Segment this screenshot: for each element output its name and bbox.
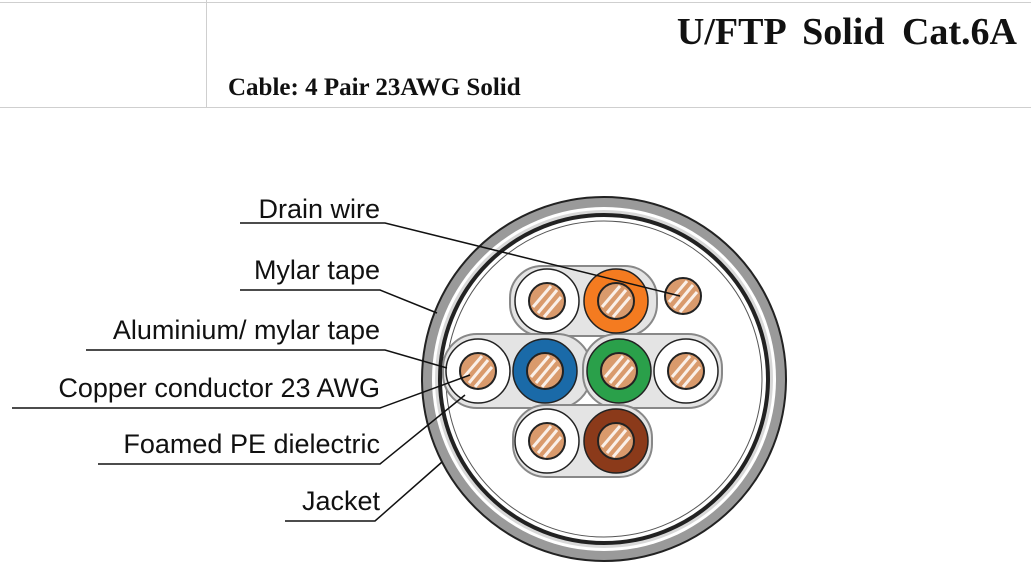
leader-foamed-pe (98, 394, 466, 465)
leader-aluminium-mylar-tape (86, 349, 448, 369)
label-aluminium-mylar-tape: Aluminium/ mylar tape (113, 315, 380, 345)
header-divider (206, 0, 207, 108)
header-top-rule (0, 2, 1031, 3)
header-bottom-rule (0, 107, 1031, 108)
label-copper-conductor: Copper conductor 23 AWG (58, 373, 380, 403)
page-title: U/FTP Solid Cat.6A (676, 11, 1017, 53)
label-jacket: Jacket (302, 486, 381, 516)
label-mylar-tape: Mylar tape (254, 255, 380, 285)
drain-wire (663, 276, 703, 316)
page-subtitle: Cable: 4 Pair 23AWG Solid (228, 74, 521, 101)
leader-drain-wire (240, 222, 681, 297)
leader-jacket (285, 461, 443, 522)
label-drain-wire: Drain wire (258, 194, 380, 224)
leader-copper-conductor (12, 374, 471, 409)
leader-mylar-tape (240, 289, 438, 314)
label-foamed-pe-dielectric: Foamed PE dielectric (123, 429, 380, 459)
